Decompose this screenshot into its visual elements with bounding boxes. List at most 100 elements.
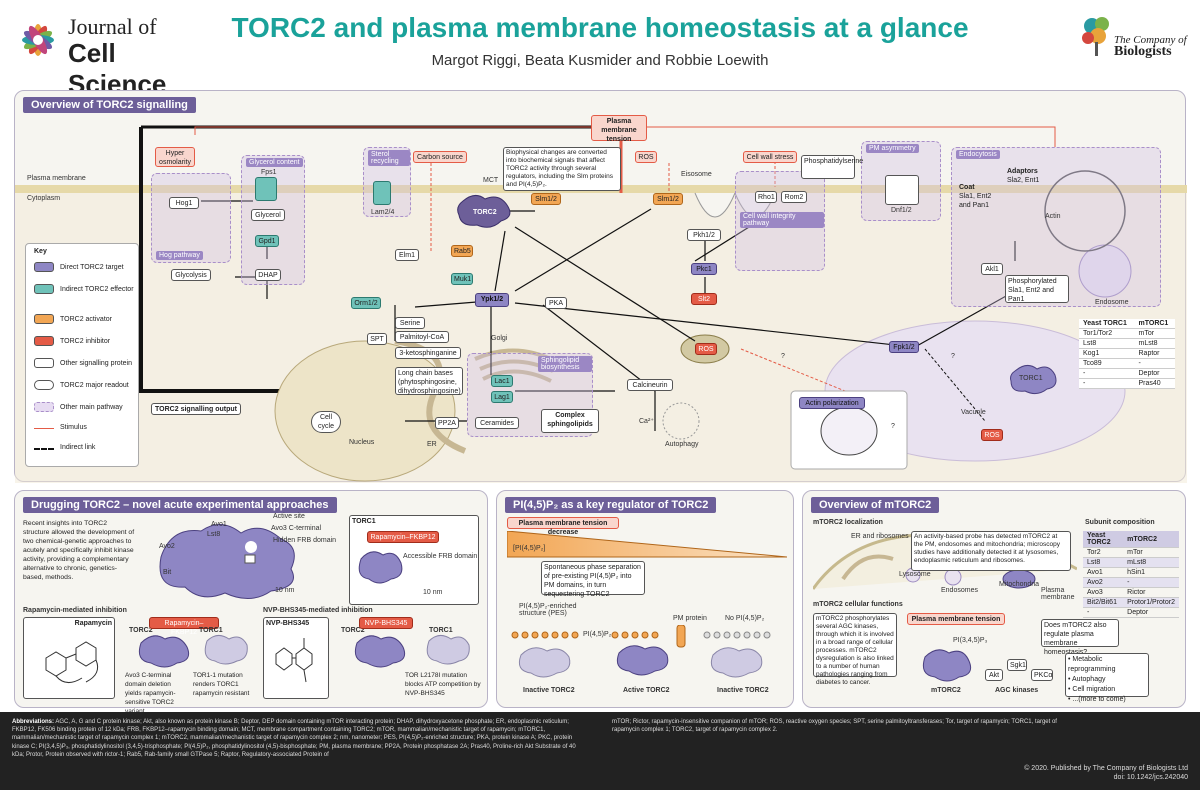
torc2-label: TORC2 (473, 209, 497, 216)
pip2-gradient-wedge (507, 531, 787, 558)
cell-wall-integrity-region: Cell wall integrity pathway (735, 171, 825, 271)
poster-footer: Abbreviations: AGC, A, G and C protein k… (0, 712, 1200, 790)
pka-node: PKA (545, 297, 567, 309)
dnf12-label: Dnf1/2 (891, 207, 912, 214)
plasma-membrane-label-m: Plasma membrane (1041, 587, 1075, 601)
avo3-label: Avo3 C-terminal (271, 525, 322, 532)
plasma-membrane-label: Plasma membrane (27, 175, 86, 182)
pip2-panel: PI(4,5)P₂ as a key regulator of TORC2 Pl… (496, 490, 794, 708)
legend-swatch-readout (34, 380, 54, 390)
pip2-short-label: PI(4,5)P₂ (583, 631, 612, 638)
ros-stimulus: ROS (635, 151, 657, 163)
table-header: mTORC2 (1123, 531, 1179, 548)
gpd1-node: Gpd1 (255, 235, 279, 247)
outcome-item: • ...(more to come) (1068, 696, 1126, 703)
fpk12-node: Fpk1/2 (889, 341, 919, 353)
legend-label: Other main pathway (60, 404, 123, 411)
torc2-nvp-icon (354, 635, 406, 668)
lst8-label: Lst8 (207, 531, 221, 538)
avo1-label: Avo1 (211, 521, 227, 528)
mtorc2-label: mTORC2 (931, 687, 961, 694)
mtorc2-complex-icon (922, 649, 972, 682)
journal-name-line1: Journal of (68, 14, 157, 39)
outcome-item: • Autophagy (1068, 676, 1106, 683)
sterol-recycling-label: Sterol recycling (368, 150, 410, 166)
legend-swatch-inhibitor (34, 336, 54, 346)
torc1-inset-icon (358, 551, 403, 584)
pm-tension-tag-m: Plasma membrane tension (907, 613, 1005, 625)
calcium-label: Ca²⁺ (639, 418, 654, 425)
poster-header: Journal of Cell Science TORC2 and plasma… (0, 0, 1200, 99)
nvp-molecule-icon (275, 638, 313, 683)
pkca-node: PKCα (1031, 669, 1053, 681)
cytoplasm-label: Cytoplasm (27, 195, 61, 202)
functions-title: mTORC2 cellular functions (813, 601, 903, 608)
biophysical-note: Biophysical changes are converted into b… (503, 147, 621, 191)
abbreviations-right: mTOR; Rictor, rapamycin-insensitive comp… (612, 719, 1057, 734)
avo3-deletion-note: Avo3 C-terminal domain deletion yields r… (125, 672, 176, 715)
mitochondria-label: Mitochondria (999, 581, 1040, 588)
endosome-label: Endosome (1095, 299, 1129, 306)
rho1-node: Rho1 (755, 191, 777, 203)
torc2-complex-icon (457, 195, 511, 228)
outcome-item: • Metabolic reprogramming (1068, 656, 1116, 673)
outcome-item: • Cell migration (1068, 686, 1116, 693)
ypk12-node: Ypk1/2 (475, 293, 509, 307)
long-chain-node: Long chain bases (phytosphingosine, dihy… (395, 367, 463, 395)
table-row: Tco89- (1079, 358, 1175, 369)
active-site-label: Active site (273, 513, 305, 520)
ketosphinganine-node: 3-ketosphinganine (395, 347, 461, 359)
actin-polarization-label: Actin polarization (799, 397, 865, 409)
cell-wall-integrity-label: Cell wall integrity pathway (740, 212, 824, 228)
pm-asymmetry-label: PM asymmetry (866, 144, 919, 153)
outcomes-list: • Metabolic reprogramming • Autophagy • … (1065, 653, 1149, 703)
pkh12-node: Pkh1/2 (687, 229, 721, 241)
legend-key: Key Direct TORC2 target Indirect TORC2 e… (25, 243, 139, 467)
slm12-node-a: Slm1/2 (531, 193, 561, 205)
torc2-label-b: TORC2 (341, 627, 365, 634)
torc1-nvp-icon (426, 635, 470, 665)
table-row: -Deptor (1079, 368, 1175, 379)
orm12-node: Orm1/2 (351, 297, 381, 309)
scale-label: 10 nm (423, 589, 443, 596)
torc2-label-a: TORC2 (129, 627, 153, 634)
inactive-torc2-1: Inactive TORC2 (523, 687, 575, 694)
legend-label: Indirect link (60, 444, 96, 451)
active-torc2: Active TORC2 (623, 687, 670, 694)
dhap-node: DHAP (255, 269, 281, 281)
table-row: -Deptor (1083, 607, 1179, 618)
muk1-node: Muk1 (451, 273, 473, 285)
no-pip2-label: No PI(4,5)P₂ (725, 615, 765, 622)
copyright: © 2020. Published by The Company of Biol… (1024, 764, 1188, 782)
overview-heading: Overview of TORC2 signalling (23, 97, 196, 113)
rapamycin-structure-box: Rapamycin (23, 617, 115, 699)
torc1-label: TORC1 (1019, 375, 1043, 382)
poster-authors: Margot Riggi, Beata Kusmider and Robbie … (431, 52, 769, 69)
drugging-intro: Recent insights into TORC2 structure all… (23, 520, 135, 581)
glycolysis-node: Glycolysis (171, 269, 211, 281)
bit-label: Bit (163, 569, 172, 576)
legend-indirect-line (34, 448, 54, 450)
pp2a-node: PP2A (435, 417, 459, 429)
journal-name-line2: Cell Science (68, 38, 167, 99)
serine-node: Serine (395, 317, 425, 329)
localization-title: mTORC2 localization (813, 519, 883, 526)
eisosome-label: Eisosome (681, 171, 712, 178)
legend-swatch-direct-target (34, 262, 54, 272)
lam24-node (373, 181, 391, 205)
pm-protein-label: PM protein (673, 615, 707, 622)
pm-tension-stimulus: Plasma membrane tension (591, 115, 647, 143)
er-ribosomes-label: ER and ribosomes (851, 533, 909, 540)
pkc1-node: Pkc1 (691, 263, 717, 275)
fps1-label: Fps1 (261, 169, 277, 176)
legend-swatch-other-protein (34, 358, 54, 368)
lag1-node: Lag1 (491, 391, 513, 403)
hog-pathway-label: Hog pathway (156, 251, 203, 260)
legend-stimulus-line (34, 428, 54, 429)
